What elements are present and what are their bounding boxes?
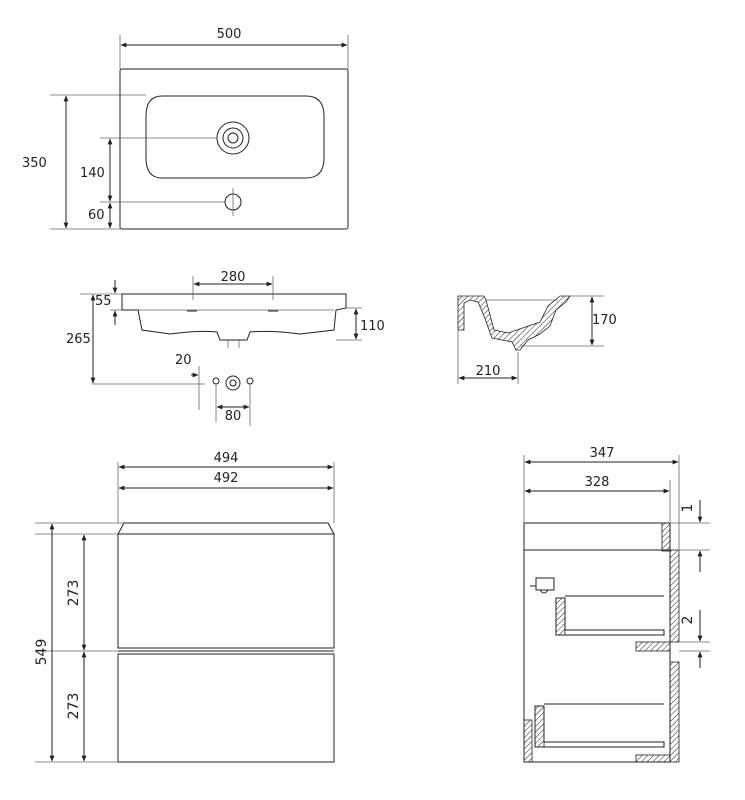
dim-hole-spacing: 280 — [221, 270, 246, 285]
dim-cabinet-height: 549 — [34, 639, 50, 666]
dim-side-depth-inner: 328 — [585, 475, 610, 490]
dim-cabinet-width-outer: 494 — [214, 451, 239, 466]
drawer-top — [117, 533, 335, 649]
drain-bottom-icon — [225, 375, 241, 391]
dim-side-depth: 210 — [476, 364, 501, 379]
dim-basin-depth: 350 — [22, 156, 47, 171]
dim-side-depth-outer: 347 — [590, 446, 615, 461]
hinge-icon — [535, 577, 555, 591]
dim-drawer-bottom-height: 273 — [66, 693, 82, 720]
upper-drawer-box — [555, 597, 665, 636]
basin-front-view: 280 55 265 110 20 80 — [66, 270, 385, 426]
dim-tap-hole: 20 — [175, 353, 192, 368]
cabinet-side-section: 347 328 1 2 — [523, 446, 710, 763]
bolt-hole-icon — [246, 377, 254, 385]
dim-bowl-depth: 110 — [360, 319, 385, 334]
countertop-outline — [117, 522, 335, 535]
dim-mid-gap: 2 — [680, 616, 696, 625]
dim-height-total: 265 — [66, 332, 91, 347]
basin-side-profile — [457, 295, 571, 351]
basin-side-section: 170 210 — [457, 295, 617, 384]
drain-icon — [216, 121, 250, 155]
dim-side-height: 170 — [592, 313, 617, 328]
dim-tap-to-edge: 140 — [80, 166, 105, 181]
dim-cabinet-width-inner: 492 — [214, 471, 239, 486]
basin-front-outline — [121, 293, 347, 341]
basin-top-view: 500 350 140 60 — [22, 27, 349, 230]
lower-drawer-box — [534, 705, 665, 748]
dim-drawer-top-height: 273 — [66, 580, 82, 607]
bolt-hole-icon — [212, 377, 220, 385]
dim-basin-width: 500 — [217, 27, 242, 42]
cabinet-front-view: 494 492 549 273 273 — [34, 451, 335, 763]
dim-rim: 55 — [95, 294, 112, 309]
dim-overflow-to-edge: 60 — [88, 208, 105, 223]
dim-drain-offset: 80 — [225, 409, 242, 424]
basin-outline — [119, 68, 349, 230]
dim-top-gap: 1 — [680, 504, 696, 513]
drawer-bottom — [117, 653, 335, 763]
basin-bowl — [145, 95, 325, 179]
